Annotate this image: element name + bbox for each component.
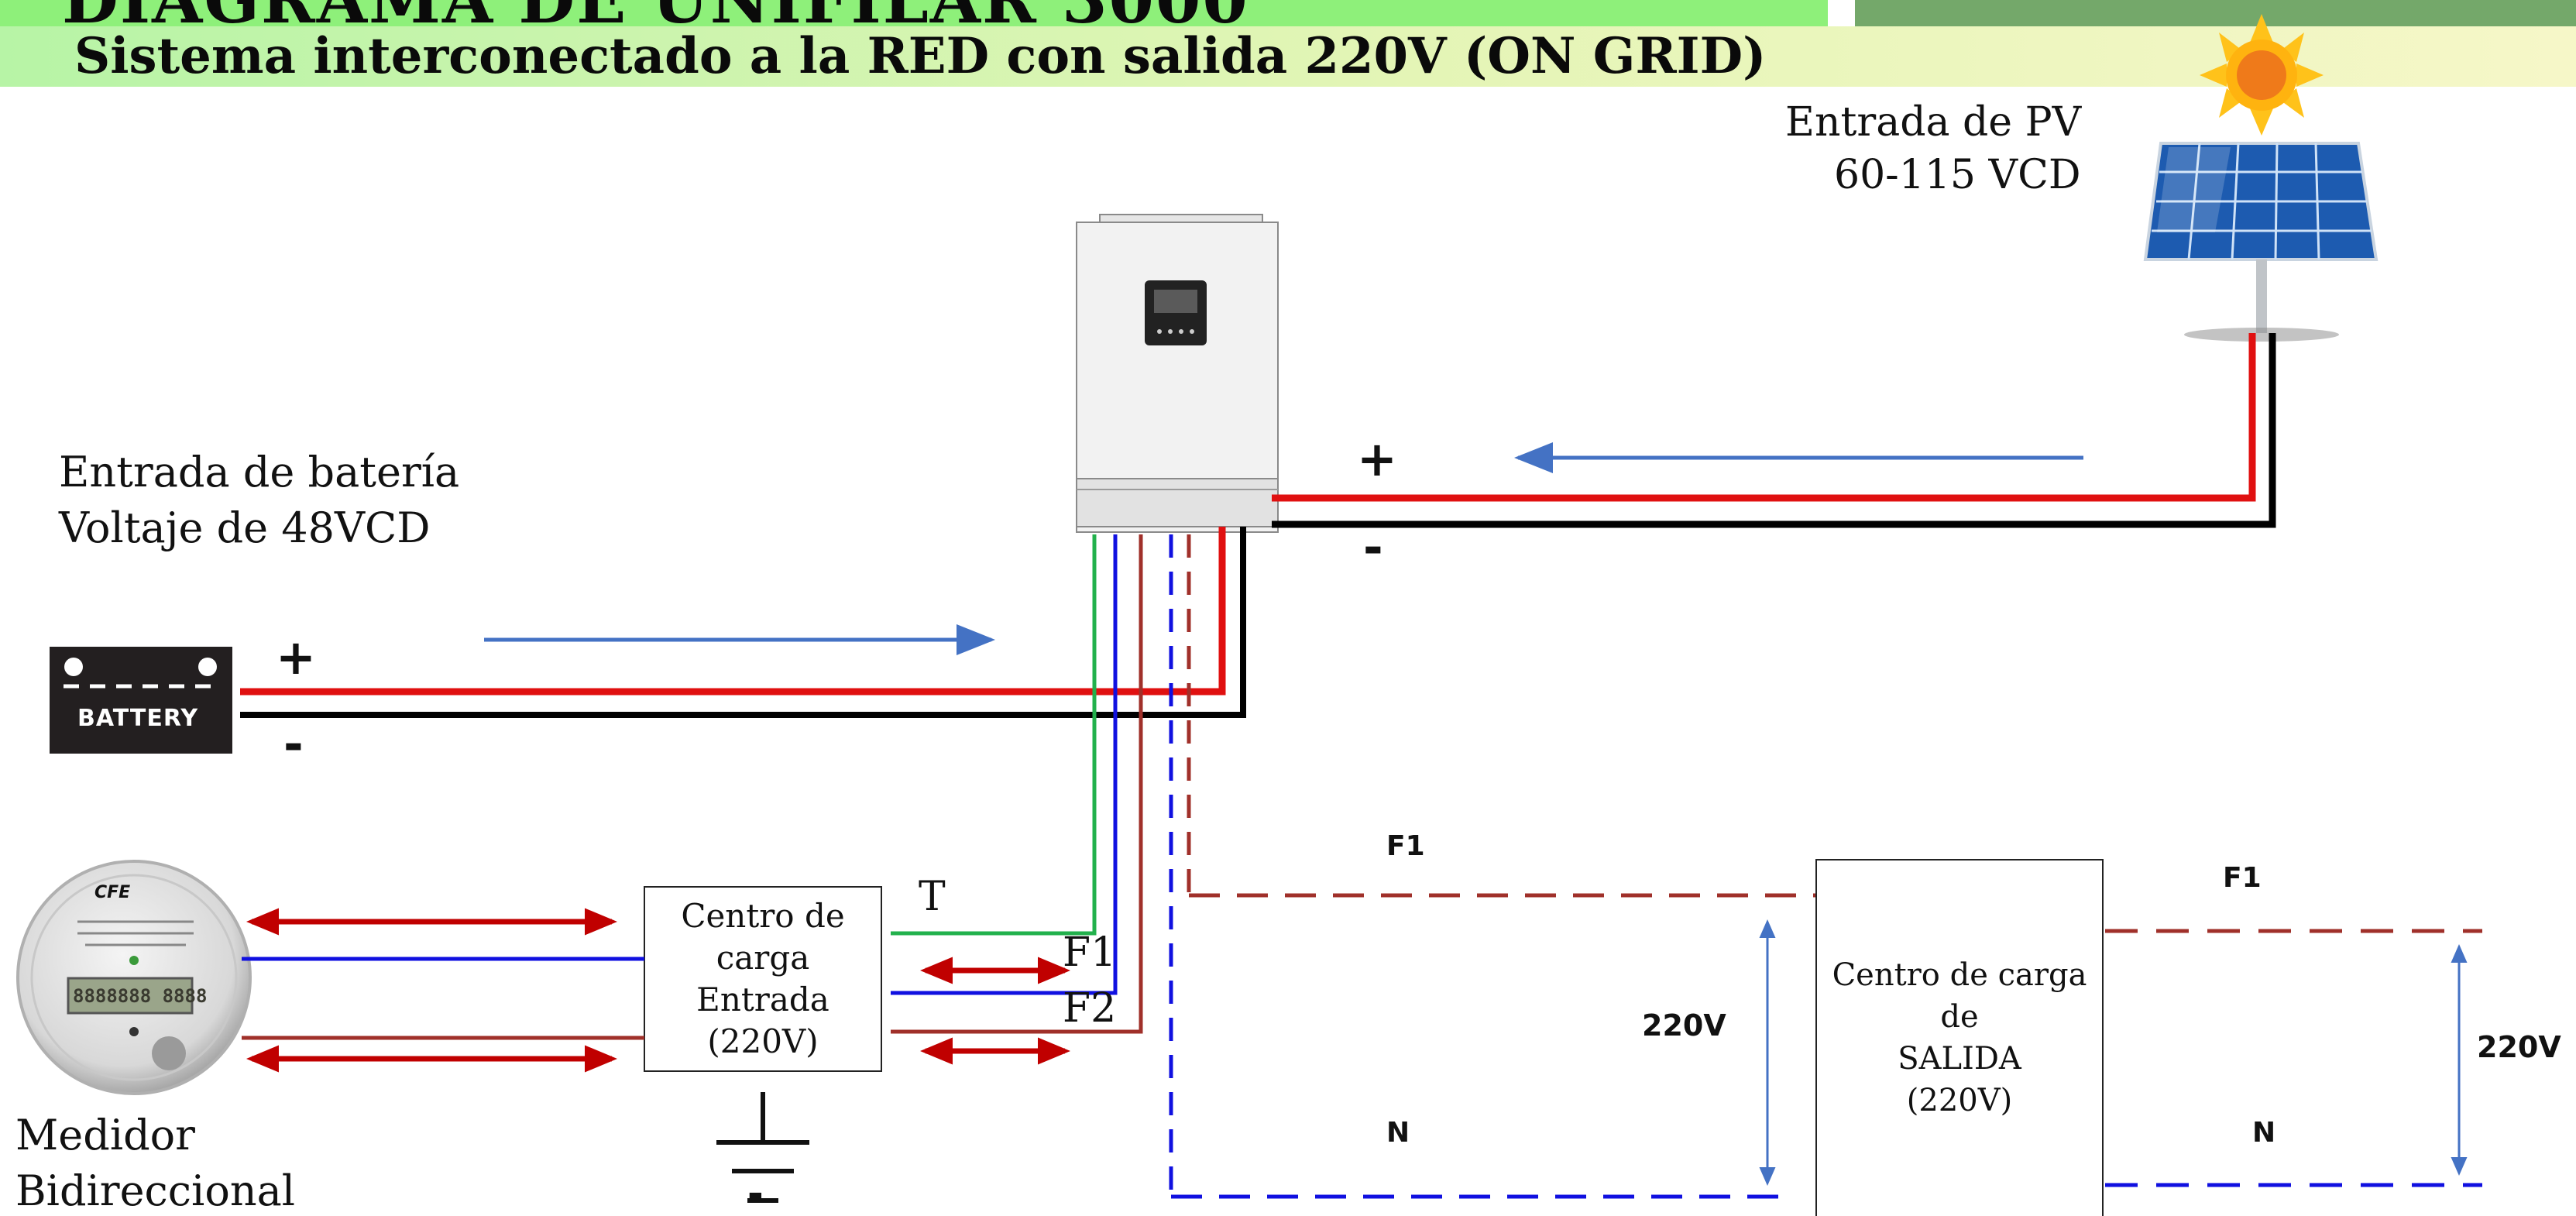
output-voltage-left-label: 220V <box>1642 1008 1726 1043</box>
output-phase-left-label: F1 <box>1386 830 1425 862</box>
output-neutral-left-label: N <box>1386 1117 1410 1149</box>
input-panel-line: Entrada <box>696 981 829 1018</box>
ground-symbol <box>716 1092 809 1203</box>
phase1-input-label: F1 <box>1063 929 1117 976</box>
output-load-center-box <box>1815 859 2104 1216</box>
output-phase-right-label: F1 <box>2223 862 2262 894</box>
input-panel-line: Centro de <box>681 897 845 935</box>
output-neutral-right-label: N <box>2252 1117 2276 1149</box>
page-subtitle: Sistema interconectado a la RED con sali… <box>74 27 1767 85</box>
output-panel-line: Centro de carga <box>1832 957 2087 993</box>
ground-wire-label: T <box>919 874 946 920</box>
meter-brand-label: CFE <box>94 883 131 902</box>
battery-brand-label: BATTERY <box>77 705 199 732</box>
pv-voltage-label: 60-115 VCD <box>1834 152 2081 198</box>
battery-plus-sign: + <box>276 629 316 685</box>
subtitle-banner <box>0 26 2576 87</box>
output-voltage-right-label: 220V <box>2477 1030 2561 1064</box>
page-title: DIAGRAMA DE UNIFILAR 3000 <box>62 0 1249 38</box>
title-banner-right <box>1855 0 2576 26</box>
battery-icon <box>50 647 232 754</box>
input-panel-line: carga <box>716 939 810 977</box>
sun-icon <box>2200 14 2324 136</box>
phase2-input-label: F2 <box>1063 985 1117 1032</box>
battery-voltage-label: Voltaje de 48VCD <box>59 503 431 552</box>
output-panel-line: SALIDA <box>1898 1041 2021 1077</box>
input-panel-line: (220V) <box>707 1022 819 1060</box>
input-load-center-label: Centro de carga Entrada (220V) <box>644 895 881 1063</box>
battery-input-label: Entrada de batería <box>59 448 460 496</box>
meter-label-line1: Medidor <box>15 1111 195 1159</box>
output-load-center-label: Centro de carga de SALIDA (220V) <box>1816 954 2103 1122</box>
meter-display: 8888888 8888 <box>73 985 208 1007</box>
title-banner <box>0 0 1828 26</box>
solar-panel-icon <box>2143 142 2379 342</box>
bidirectional-meter-icon <box>16 860 252 1095</box>
input-load-center-box <box>644 886 882 1072</box>
pv-minus-sign: - <box>1363 519 1383 575</box>
pv-plus-sign: + <box>1357 431 1397 487</box>
inverter-device <box>1076 214 1279 533</box>
meter-label-line2: Bidireccional <box>15 1166 296 1215</box>
battery-minus-sign: - <box>283 716 304 772</box>
output-panel-line: de <box>1940 999 1979 1035</box>
output-panel-line: (220V) <box>1906 1083 2013 1118</box>
pv-input-label: Entrada de PV <box>1785 99 2082 146</box>
ground-minus-sign: - <box>747 1171 764 1216</box>
